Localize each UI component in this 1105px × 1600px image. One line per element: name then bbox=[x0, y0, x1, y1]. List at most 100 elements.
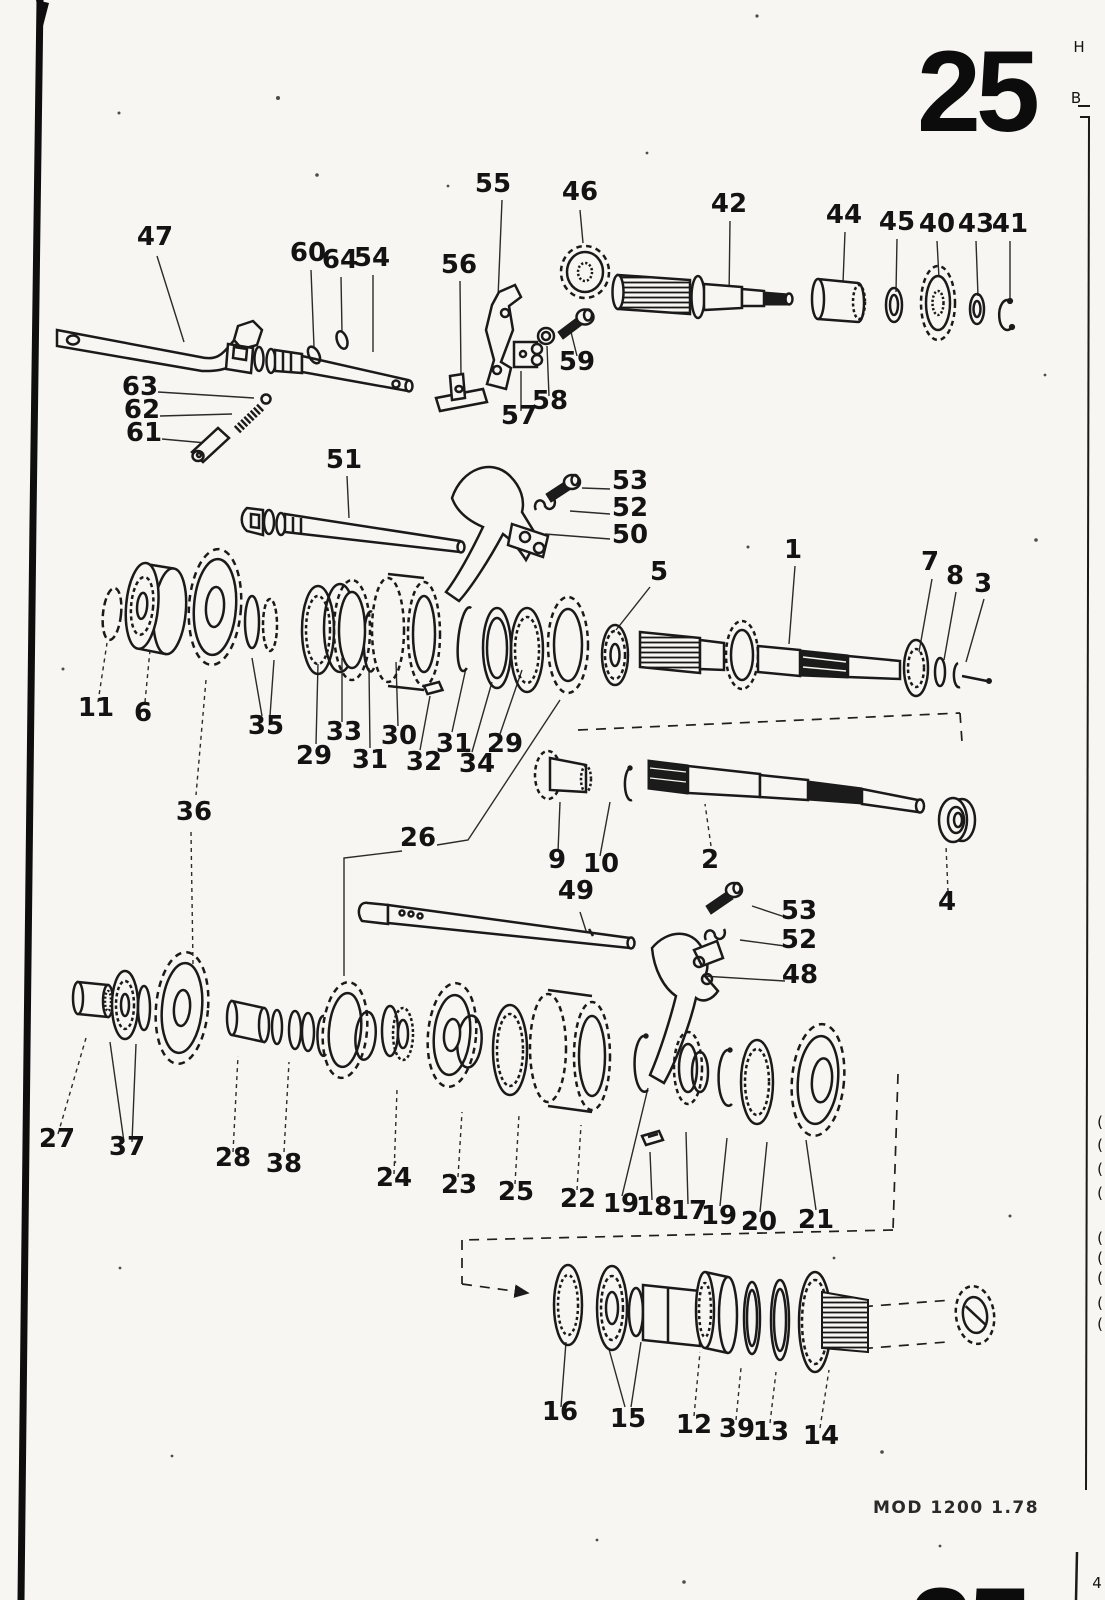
part-label-5-34: 5 bbox=[650, 557, 668, 587]
part-label-27-49: 27 bbox=[39, 1124, 75, 1154]
part-label-1-35: 1 bbox=[784, 535, 802, 565]
part-label-24-53: 24 bbox=[376, 1163, 412, 1193]
part-label-45-5: 45 bbox=[879, 207, 915, 237]
margin-glyph-(-7: ( bbox=[1097, 1249, 1103, 1267]
scan-noise bbox=[61, 14, 1047, 1584]
part-label-58-17: 58 bbox=[532, 386, 568, 416]
part-label-25-55: 25 bbox=[498, 1177, 534, 1207]
part-label-15-64: 15 bbox=[610, 1404, 646, 1434]
right-margin-rule bbox=[1074, 105, 1090, 1600]
part-label-38-52: 38 bbox=[266, 1149, 302, 1179]
part-45-o-ring bbox=[884, 286, 904, 324]
part-54-shift-rod bbox=[224, 342, 414, 393]
part-41-snap-ring bbox=[997, 297, 1016, 332]
part-label-44-4: 44 bbox=[826, 200, 862, 230]
part-55-shift-finger-lever bbox=[484, 283, 523, 391]
part-label-23-54: 23 bbox=[441, 1170, 477, 1200]
part-60-seal-ring bbox=[306, 345, 322, 365]
margin-glyph-(-10: ( bbox=[1097, 1315, 1103, 1333]
leader-lines-dashed bbox=[57, 642, 949, 1429]
part-label-49-44: 49 bbox=[558, 876, 594, 906]
part-23-gear bbox=[426, 981, 483, 1089]
part-19-synchro-spring-right bbox=[717, 1047, 733, 1107]
part-4-bearing-cap bbox=[937, 796, 977, 844]
margin-glyph-B-1: B bbox=[1071, 89, 1081, 107]
part-30-sliding-sleeve bbox=[370, 572, 442, 692]
part-label-19-57: 19 bbox=[603, 1189, 639, 1219]
part-label-17-59: 17 bbox=[671, 1196, 707, 1226]
part-label-52-46: 52 bbox=[781, 925, 817, 955]
margin-glyph-(-4: ( bbox=[1097, 1160, 1103, 1178]
part-label-35-25: 35 bbox=[248, 711, 284, 741]
part-label-10-42: 10 bbox=[583, 849, 619, 879]
part-label-64-10: 64 bbox=[322, 245, 358, 275]
part-label-26-40: 26 bbox=[400, 823, 436, 853]
part-28-bushing bbox=[225, 999, 284, 1046]
bottom-page-number-partial: 25 bbox=[909, 1565, 1029, 1600]
part-43-washer bbox=[968, 292, 986, 326]
part-62-detent-spring bbox=[233, 403, 265, 434]
part-label-31-31: 31 bbox=[436, 729, 472, 759]
part-label-50-22: 50 bbox=[612, 520, 648, 550]
margin-glyph-(-2: ( bbox=[1097, 1113, 1103, 1131]
part-11-slinger-washer bbox=[101, 586, 123, 642]
part-label-22-56: 22 bbox=[560, 1184, 596, 1214]
part-36-low-gear bbox=[154, 950, 210, 1066]
part-61-detent-plunger bbox=[190, 426, 231, 464]
part-label-2-43: 2 bbox=[701, 845, 719, 875]
part-42-input-shaft bbox=[611, 273, 794, 320]
part-57-clamp bbox=[512, 340, 544, 369]
part-label-19-60: 19 bbox=[701, 1201, 737, 1231]
part-27-bushing bbox=[71, 980, 115, 1019]
leader-lines-solid bbox=[109, 199, 1011, 1408]
part-label-12-65: 12 bbox=[676, 1410, 712, 1440]
margin-glyph-4-11: 4 bbox=[1092, 1574, 1102, 1592]
part-25-synchro-ring bbox=[491, 1003, 529, 1097]
part-1-mainshaft bbox=[638, 619, 902, 691]
part-49-shift-rod bbox=[357, 901, 636, 950]
part-label-48-47: 48 bbox=[782, 960, 818, 990]
part-48-shift-fork bbox=[648, 932, 725, 1085]
part-59-bolt bbox=[557, 308, 595, 340]
margin-glyph-(-8: ( bbox=[1097, 1269, 1103, 1287]
part-label-4-48: 4 bbox=[938, 887, 956, 917]
margin-glyph-(-9: ( bbox=[1097, 1294, 1103, 1312]
part-label-9-41: 9 bbox=[548, 845, 566, 875]
margin-glyph-(-6: ( bbox=[1097, 1229, 1103, 1247]
part-label-16-63: 16 bbox=[542, 1397, 578, 1427]
part-label-29-33: 29 bbox=[487, 729, 523, 759]
part-33-synchro-hub bbox=[322, 578, 372, 682]
part-label-57-16: 57 bbox=[501, 401, 537, 431]
part-29-synchro-ring-right bbox=[509, 606, 545, 694]
part-34-ring bbox=[481, 606, 513, 690]
part-14-bearing-race bbox=[797, 1270, 869, 1374]
pinion-shaft-body bbox=[641, 1283, 702, 1348]
pinion-gear-head bbox=[954, 1284, 996, 1346]
part-22-sliding-sleeve bbox=[528, 988, 612, 1114]
part-label-34-32: 34 bbox=[459, 749, 495, 779]
part-label-39-66: 39 bbox=[719, 1414, 755, 1444]
part-7-bearing bbox=[902, 638, 930, 698]
part-37-bearing-pair bbox=[110, 969, 152, 1041]
part-31-circlip-right bbox=[456, 606, 473, 673]
part-label-20-61: 20 bbox=[741, 1207, 777, 1237]
part-label-31-28: 31 bbox=[352, 745, 388, 775]
margin-glyph-(-3: ( bbox=[1097, 1136, 1103, 1154]
part-63-detent-ball bbox=[260, 393, 272, 405]
part-label-55-1: 55 bbox=[475, 169, 511, 199]
part-58-washer bbox=[536, 326, 556, 346]
part-10-circlip bbox=[623, 765, 633, 802]
part-51-shift-rod bbox=[240, 506, 466, 554]
margin-glyph-(-5: ( bbox=[1097, 1184, 1103, 1202]
part-26-gear-of-subassembly bbox=[546, 595, 590, 695]
part-18-shift-key bbox=[640, 1129, 665, 1147]
part-17-clutch-hub bbox=[672, 1030, 710, 1106]
part-label-33-27: 33 bbox=[326, 717, 362, 747]
part-label-3-38: 3 bbox=[974, 569, 992, 599]
part-46-gear bbox=[559, 244, 611, 300]
margin-glyph-H-0: H bbox=[1073, 38, 1084, 56]
part-label-40-6: 40 bbox=[919, 209, 955, 239]
part-label-59-18: 59 bbox=[559, 347, 595, 377]
part-label-13-67: 13 bbox=[753, 1417, 789, 1447]
